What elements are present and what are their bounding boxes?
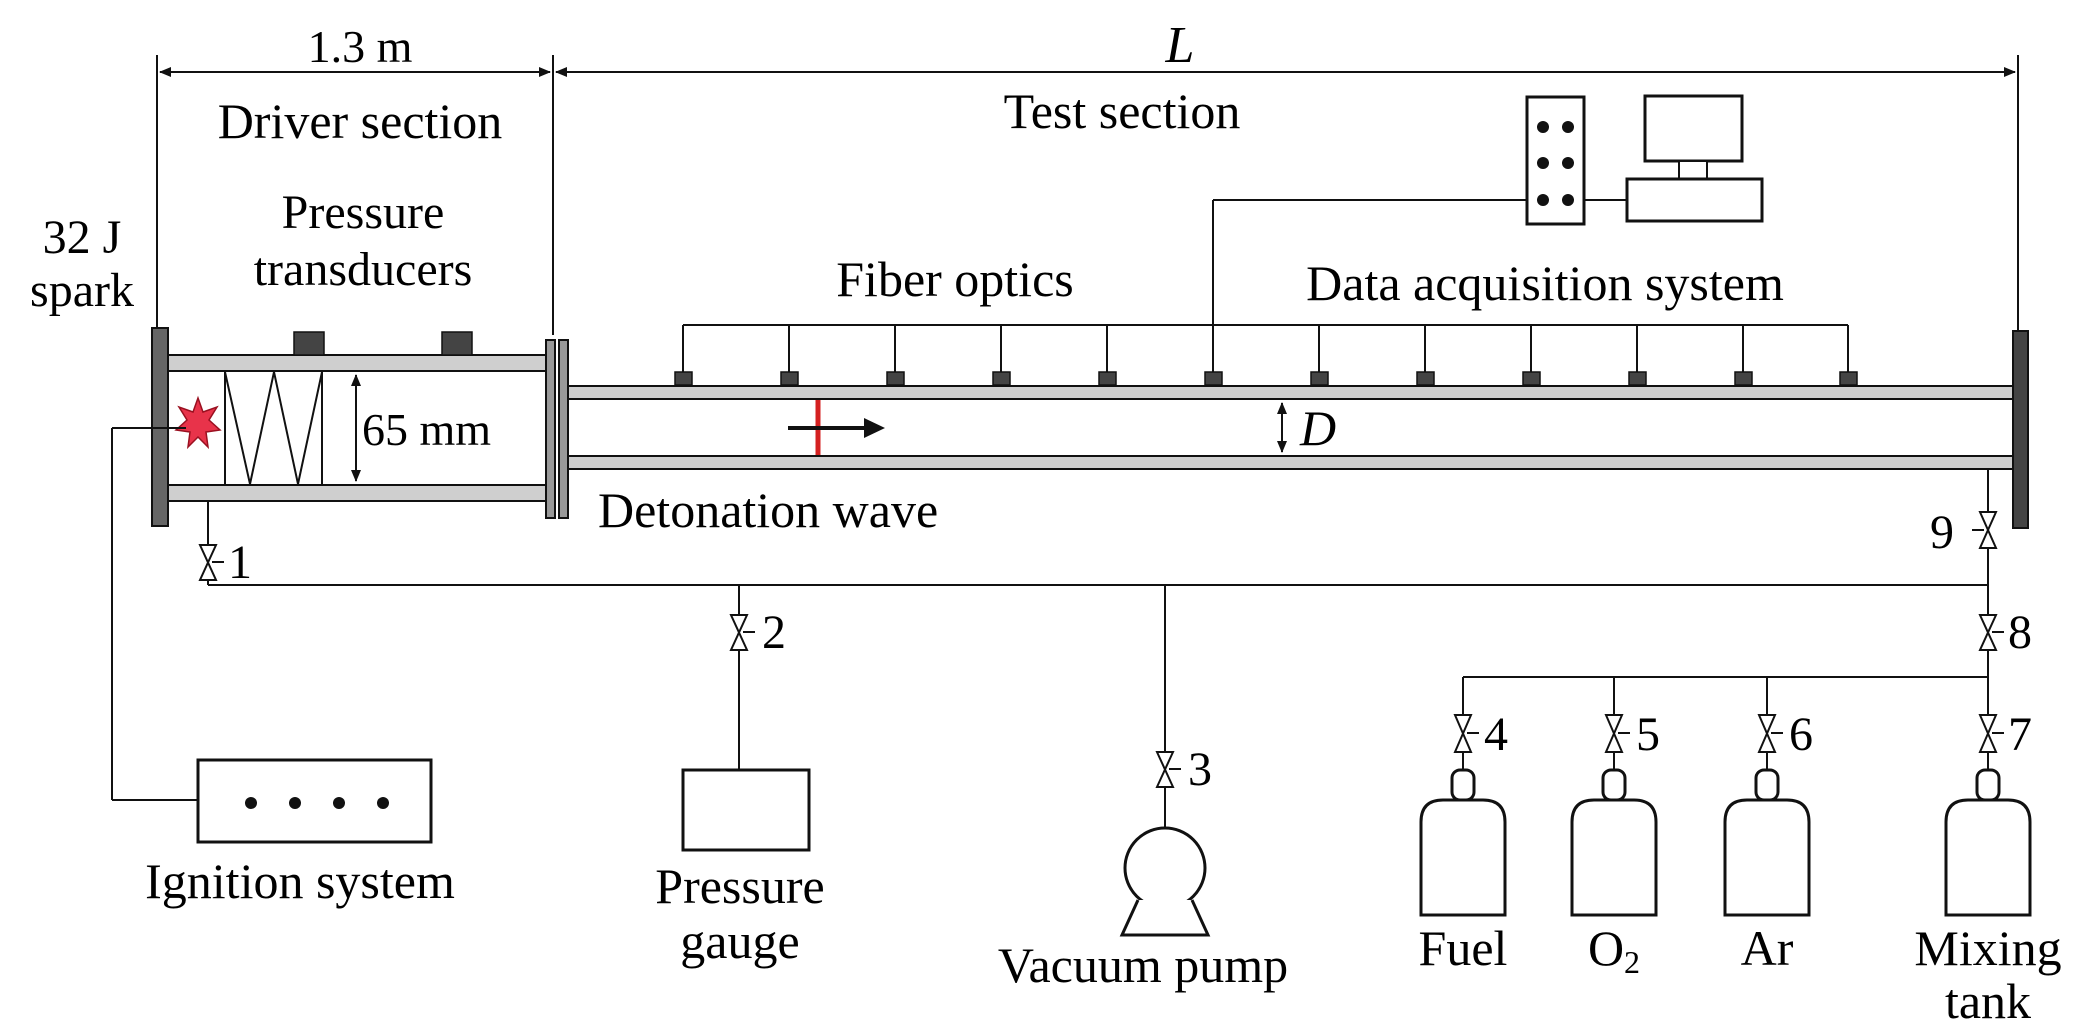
valve-7-label: 7 — [2008, 708, 2032, 761]
valve-6-label: 6 — [1789, 708, 1813, 761]
valve-5-label: 5 — [1636, 708, 1660, 761]
transducers-label-line1: Pressure — [282, 186, 445, 239]
valve-2-label: 2 — [762, 606, 786, 659]
oxygen-label: O2 — [1588, 920, 1640, 980]
pressure-transducer-2 — [441, 331, 473, 356]
fiber-optic-sensor — [1416, 371, 1435, 386]
transducers-label-line2: transducers — [254, 243, 473, 296]
valve-4-label: 4 — [1484, 708, 1508, 761]
fiber-optic-sensor — [1522, 371, 1541, 386]
computer-icon — [1625, 94, 1764, 223]
fiber-optic-sensor — [674, 371, 693, 386]
fiber-optic-sensor — [1839, 371, 1858, 386]
valve-6[interactable] — [1757, 714, 1783, 753]
driver-length-label: 1.3 m — [308, 21, 413, 72]
fuel-label: Fuel — [1419, 920, 1508, 976]
valve-3[interactable] — [1155, 751, 1181, 788]
test-length-label: L — [1165, 17, 1195, 74]
fiber-optic-sensor — [780, 371, 799, 386]
pressure-gauge-label-line1: Pressure — [655, 858, 824, 914]
ignition-system-label: Ignition system — [145, 853, 455, 909]
test-diameter-label: D — [1299, 400, 1336, 456]
valve-7[interactable] — [1978, 714, 2004, 753]
test-section-tube — [567, 330, 2029, 529]
valve-2[interactable] — [729, 614, 755, 651]
vacuum-manifold — [207, 469, 1989, 828]
argon-label: Ar — [1741, 920, 1794, 976]
valve-9-label: 9 — [1930, 506, 1954, 559]
test-section-label: Test section — [1004, 83, 1241, 139]
fiber-optic-sensor — [1628, 371, 1647, 386]
vacuum-pump-label: Vacuum pump — [998, 937, 1288, 993]
oxygen-label-subscript: 2 — [1624, 944, 1640, 980]
oxygen-cylinder-icon — [1570, 768, 1658, 917]
valve-5[interactable] — [1604, 714, 1630, 753]
valve-8[interactable] — [1978, 614, 2004, 651]
detonation-wave-marker — [788, 400, 885, 455]
mixing-tank-label-line2: tank — [1945, 973, 2031, 1029]
driver-diameter-label: 65 mm — [362, 404, 491, 455]
ignition-system-box — [196, 758, 433, 844]
fiber-optic-sensor — [1098, 371, 1117, 386]
shchelkin-spiral — [224, 371, 323, 485]
mixing-tank-label-line1: Mixing — [1914, 920, 2061, 976]
pressure-gauge-box — [681, 768, 811, 852]
valve-4[interactable] — [1453, 714, 1479, 753]
spark-energy-label: 32 J — [43, 211, 122, 264]
fiber-optic-sensor — [886, 371, 905, 386]
fiber-optics-label: Fiber optics — [836, 251, 1073, 307]
fiber-optics-network — [674, 324, 1858, 386]
spark-label: spark — [30, 264, 134, 317]
fiber-optic-sensor — [1204, 371, 1223, 386]
daq-label: Data acquisition system — [1306, 255, 1784, 311]
pressure-transducer-1 — [293, 331, 325, 356]
fiber-optic-sensor — [992, 371, 1011, 386]
pressure-gauge-label-line2: gauge — [680, 913, 799, 969]
valve-8-label: 8 — [2008, 606, 2032, 659]
argon-cylinder-icon — [1723, 768, 1811, 917]
spark-icon — [174, 395, 222, 450]
daq-module-icon — [1525, 95, 1586, 226]
ignition-system — [111, 427, 433, 844]
valve-3-label: 3 — [1188, 743, 1212, 796]
driver-section-tube — [151, 327, 569, 527]
vacuum-pump-icon — [1119, 826, 1211, 937]
fuel-cylinder-icon — [1419, 768, 1507, 917]
fiber-optic-sensor — [1734, 371, 1753, 386]
detonation-wave-label: Detonation wave — [598, 482, 938, 538]
driver-section-label: Driver section — [218, 93, 503, 149]
valve-1[interactable] — [198, 544, 224, 581]
fiber-optic-sensor — [1310, 371, 1329, 386]
valve-9[interactable] — [1972, 511, 1998, 549]
driver-length-dimension: 1.3 m — [156, 21, 554, 335]
data-acquisition-system — [1212, 94, 1764, 325]
test-length-dimension: L — [555, 17, 2019, 335]
mixing-tank-icon — [1944, 768, 2032, 917]
valve-1-label: 1 — [228, 536, 252, 589]
oxygen-label-base: O — [1588, 920, 1624, 976]
